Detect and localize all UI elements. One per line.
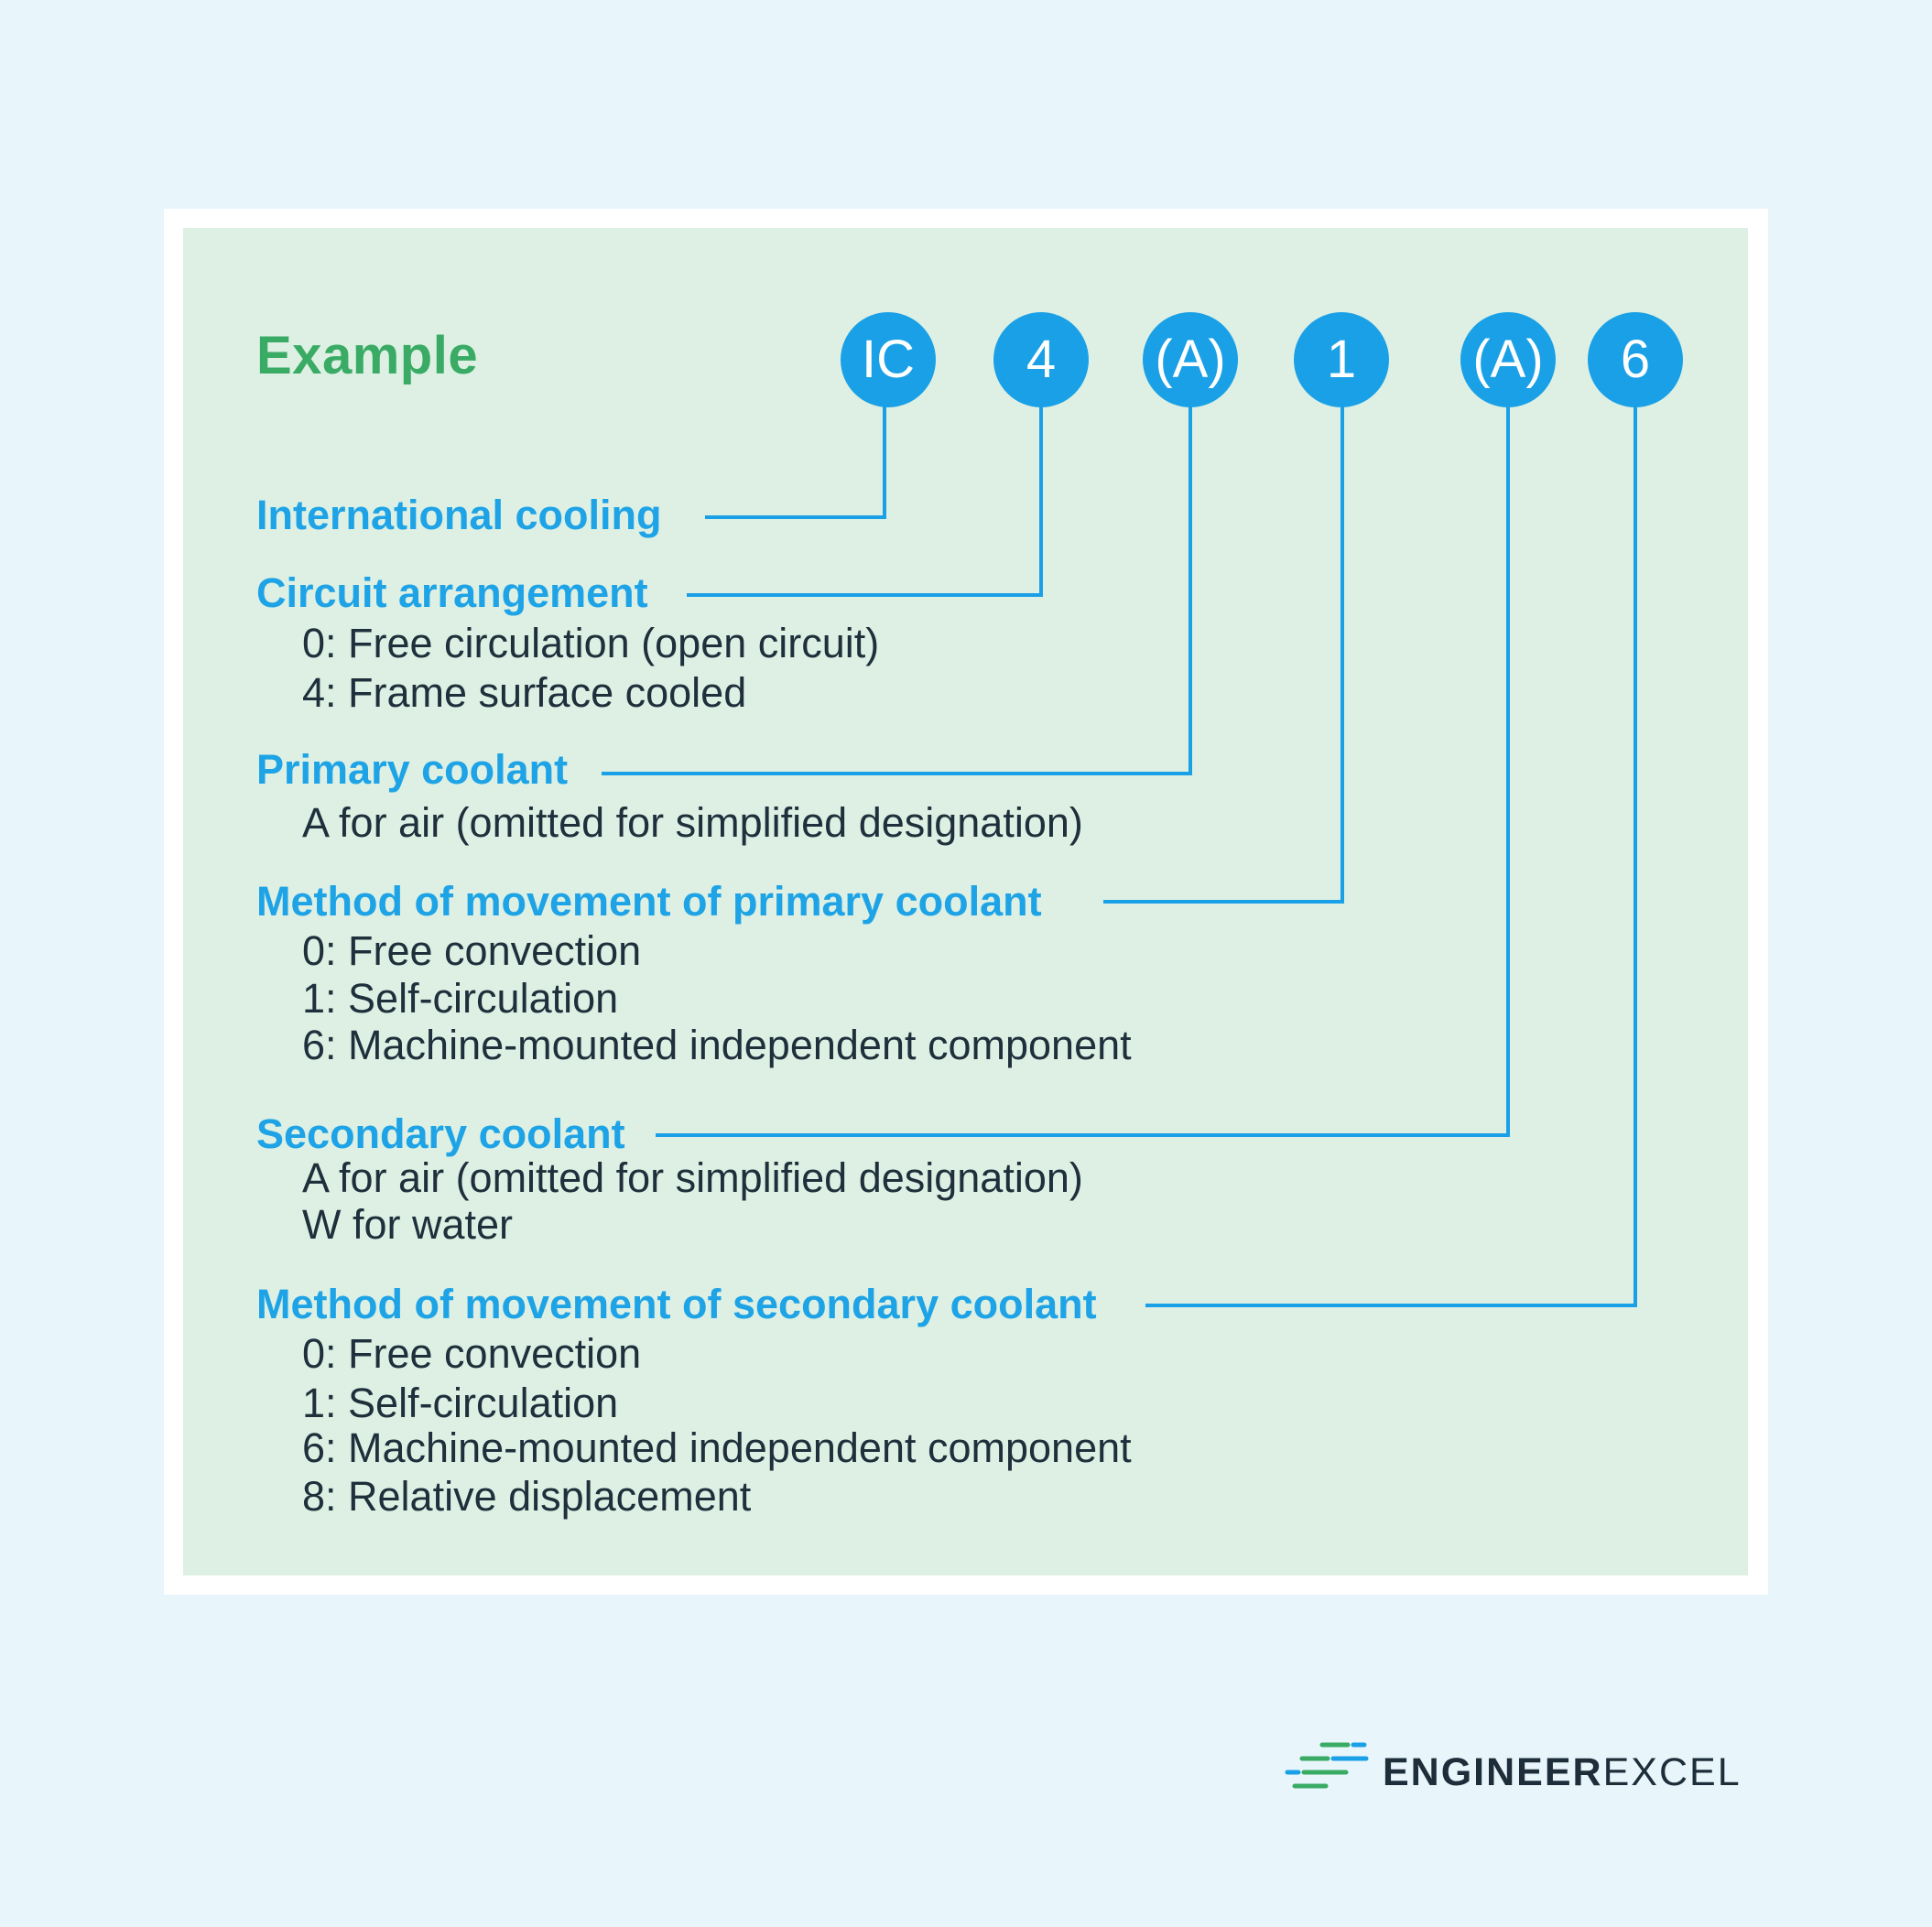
label-circuit-arrangement: Circuit arrangement: [256, 569, 648, 616]
code-circle-secondary: (A): [1460, 312, 1556, 407]
diagram-panel: [183, 228, 1748, 1575]
brand-light: EXCEL: [1602, 1750, 1742, 1794]
brand-bold: ENGINEER: [1383, 1750, 1603, 1794]
label-primary-method: Method of movement of primary coolant: [256, 878, 1042, 925]
primary-method-item: 6: Machine-mounted independent component: [302, 1022, 1132, 1068]
secondary-method-item: 1: Self-circulation: [302, 1380, 619, 1426]
code-circle-circuit: 4: [993, 312, 1089, 407]
speed-lines-icon: [1285, 1742, 1369, 1789]
example-title: Example: [256, 326, 479, 385]
secondary-method-item: 8: Relative displacement: [302, 1473, 752, 1520]
label-primary-coolant: Primary coolant: [256, 746, 569, 793]
diagram-frame: [164, 209, 1768, 1595]
label-secondary-coolant: Secondary coolant: [256, 1110, 625, 1157]
circuit-item: 0: Free circulation (open circuit): [302, 620, 880, 666]
label-secondary-method: Method of movement of secondary coolant: [256, 1281, 1097, 1327]
code-circle-secondary-method: 6: [1588, 312, 1683, 407]
secondary-item: A for air (omitted for simplified design…: [302, 1154, 1083, 1201]
connector-secondary-method: [1145, 403, 1637, 1307]
code-circle-ic: IC: [841, 312, 936, 407]
code-text: IC: [862, 330, 915, 389]
code-text: (A): [1472, 330, 1544, 389]
secondary-method-item: 6: Machine-mounted independent component: [302, 1424, 1132, 1471]
code-circle-primary: (A): [1143, 312, 1238, 407]
code-text: (A): [1155, 330, 1226, 389]
label-international-cooling: International cooling: [256, 492, 662, 538]
connector-secondary: [656, 403, 1510, 1137]
secondary-method-item: 0: Free convection: [302, 1330, 642, 1377]
circuit-item: 4: Frame surface cooled: [302, 669, 747, 716]
engineerexcel-logo: ENGINEEREXCEL: [1282, 1738, 1758, 1802]
code-text: 1: [1326, 330, 1357, 389]
connector-ic: [705, 403, 886, 519]
code-text: 4: [1026, 330, 1057, 389]
code-circle-primary-method: 1: [1294, 312, 1389, 407]
connector-primary: [602, 403, 1192, 775]
code-text: 6: [1620, 330, 1651, 389]
primary-item: A for air (omitted for simplified design…: [302, 799, 1083, 846]
primary-method-item: 1: Self-circulation: [302, 975, 619, 1022]
brand-name: ENGINEEREXCEL: [1383, 1750, 1742, 1795]
connector-primary-method: [1103, 403, 1344, 904]
connector-circuit: [687, 403, 1043, 597]
secondary-item: W for water: [302, 1201, 514, 1248]
primary-method-item: 0: Free convection: [302, 927, 642, 974]
